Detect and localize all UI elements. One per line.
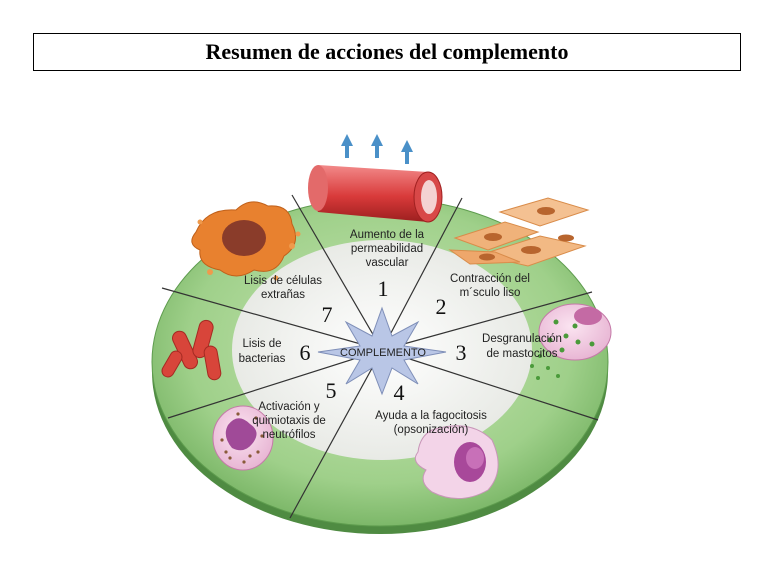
- divider-line: [289, 349, 383, 519]
- action-label-line: Desgranulación: [482, 333, 562, 345]
- action-label-line: Lisis de: [243, 338, 282, 350]
- complement-star-icon: [317, 306, 447, 396]
- action-label-line: de mastocitos: [487, 348, 558, 360]
- action-label-line: Ayuda a la fagocitosis: [375, 410, 487, 422]
- action-label-line: permeabilidad: [351, 243, 423, 255]
- divider-line: [291, 194, 383, 351]
- mast-cell-icon: [530, 303, 612, 380]
- divider-line: [381, 291, 593, 351]
- smooth-muscle-icon: [448, 197, 590, 267]
- action-number: 7: [322, 302, 333, 327]
- action-label-line: neutrófilos: [262, 429, 315, 441]
- action-number: 3: [456, 340, 467, 365]
- action-label-line: Activación y: [258, 401, 320, 413]
- action-label-line: Lisis de células: [244, 275, 322, 287]
- action-5: 5 Activación y quimiotaxis de neutrófilo…: [252, 378, 336, 441]
- divider-line: [161, 287, 383, 351]
- divider-line: [381, 197, 463, 351]
- action-4: 4 Ayuda a la fagocitosis (opsonización): [375, 380, 487, 436]
- action-label-line: Aumento de la: [350, 229, 425, 241]
- action-label-line: vascular: [366, 257, 409, 269]
- action-7: Lisis de células extrañas 7: [244, 275, 332, 327]
- action-label-line: (opsonización): [394, 424, 469, 436]
- action-label-line: extrañas: [261, 289, 305, 301]
- action-1: Aumento de la permeabilidad vascular 1: [350, 229, 425, 301]
- action-6: Lisis de bacterias 6: [239, 338, 311, 365]
- title-box: Resumen de acciones del complemento: [33, 33, 741, 71]
- action-number: 5: [326, 378, 337, 403]
- action-number: 4: [394, 380, 405, 405]
- bacteria-icon: [161, 319, 222, 381]
- center-label: COMPLEMENTO: [340, 347, 426, 359]
- action-label-line: bacterias: [239, 353, 286, 365]
- neutrophil-icon: [212, 405, 274, 471]
- action-number: 2: [436, 294, 447, 319]
- action-label-line: Contracción del: [450, 273, 530, 285]
- blood-vessel-icon: [308, 134, 443, 223]
- divider-line: [381, 349, 599, 421]
- action-3: Desgranulación de mastocitos 3: [456, 333, 562, 365]
- action-number: 1: [378, 276, 389, 301]
- divider-line: [167, 349, 383, 419]
- foreign-cell-icon: [191, 201, 301, 281]
- diagram-title: Resumen de acciones del complemento: [205, 39, 569, 64]
- sector-dividers: [161, 194, 599, 519]
- phagocyte-icon: [414, 425, 499, 499]
- action-2: Contracción del m´sculo liso 2: [436, 273, 530, 319]
- action-label-line: quimiotaxis de: [252, 415, 326, 427]
- action-label-line: m´sculo liso: [460, 287, 521, 299]
- action-number: 6: [300, 340, 311, 365]
